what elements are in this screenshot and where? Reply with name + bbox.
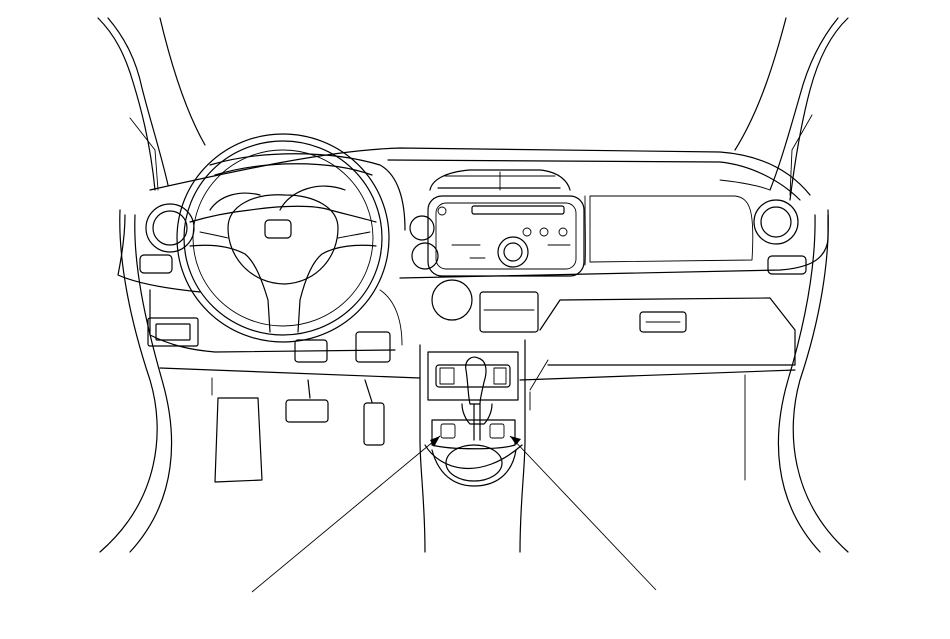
center-stack — [409, 169, 585, 333]
left-a-pillar — [97, 17, 206, 191]
center-console — [419, 339, 549, 553]
left-air-vent — [139, 203, 195, 274]
glove-box-handle — [639, 311, 687, 333]
dashboard-panel — [117, 195, 829, 366]
leader-line-right — [509, 435, 657, 591]
right-air-vent — [753, 199, 807, 275]
leader-arrow-right — [510, 436, 521, 445]
lower-dash — [159, 367, 796, 481]
steering-wheel — [176, 133, 390, 343]
pedals — [214, 379, 385, 483]
left-body-side — [99, 209, 173, 553]
leader-arrow-left — [430, 436, 440, 447]
right-a-pillar — [734, 17, 849, 201]
right-body-side — [777, 209, 849, 553]
leader-line-left — [251, 435, 441, 593]
instrument-cluster — [209, 153, 406, 231]
callout-leaders — [251, 435, 657, 593]
steering-column — [147, 289, 403, 363]
dashboard-top — [149, 147, 811, 201]
